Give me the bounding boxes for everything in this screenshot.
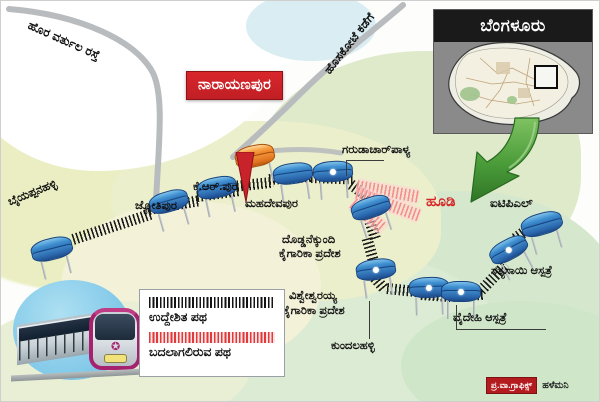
station-label-vydehi-hospital: ವೈದೇಹಿ ಆಸ್ಪತ್ರೆ	[453, 312, 507, 324]
graphics-credit: ಪ್ರ.ವಾ.ಗ್ರಾಫಿಕ್ಸ್ ಹಳೆಮನಿ	[486, 377, 569, 394]
leader-line-garudacharpalya-v	[346, 160, 347, 176]
station-marker-vydehi-hospital[interactable]	[441, 281, 481, 320]
callout-label: ನಾರಾಯಣಪುರ	[198, 77, 272, 93]
train-logo-icon: ✪	[111, 341, 121, 353]
train-windshield	[95, 314, 135, 340]
station-marker-mahadevapura[interactable]	[271, 160, 315, 203]
station-label-jyothipura: ಜ್ಯೋತಿಪುರ	[135, 200, 177, 212]
credit-badge: ಪ್ರ.ವಾ.ಗ್ರಾಫಿಕ್ಸ್	[486, 377, 538, 394]
station-label-sathyasai-hospital: ಸತ್ಯಸಾಯಿ ಆಸ್ಪತ್ರೆ	[491, 265, 553, 277]
station-label-vishveshwaraya-line2: ಕೈಗಾರಿಕಾ ಪ್ರದೇಶ	[283, 305, 345, 317]
leader-line-garudacharpalya-h	[346, 160, 384, 161]
callout-pointer-icon	[235, 104, 255, 203]
legend-item-proposed-route: ಉದ್ದೇಶಿತ ಪಥ	[149, 297, 275, 325]
legend-label-proposed-route: ಉದ್ದೇಶಿತ ಪಥ	[149, 310, 207, 324]
legend-label-changed-route: ಬದಲಾಗಲಿರುವ ಪಥ	[149, 345, 231, 359]
inset-area-highlight-box	[534, 65, 558, 89]
station-label-mahadevapura: ಮಹದೇವಪುರ	[245, 198, 298, 210]
callout-narayanapura[interactable]: ನಾರಾಯಣಪುರ	[186, 71, 284, 100]
station-label-hoodi: ಹೂಡಿ	[426, 193, 456, 210]
leader-line-vydehi-h	[456, 329, 546, 330]
station-label-kundalahalli: ಕುಂದಲಹಳ್ಳಿ	[331, 340, 375, 352]
station-marker-garudacharpalya[interactable]	[312, 159, 354, 201]
station-label-doddanekkundi-line1: ದೊಡ್ಡನೆಕ್ಕುಂದಿ	[282, 234, 336, 246]
credit-author-name: ಹಳೆಮನಿ	[542, 380, 569, 391]
legend-swatch-proposed-route	[149, 297, 275, 308]
leader-line-vydehi-v	[456, 305, 457, 329]
metro-train-photo: ✪	[11, 276, 143, 384]
station-label-garudacharpalya: ಗರುಡಾಚಾರ್‌ಪಾಳ್ಯ	[342, 144, 411, 156]
station-label-kr-pura: ಕೆ.ಆರ್.ಪುರ	[193, 181, 238, 193]
station-label-itpl: ಐಟಿಪಿಎಲ್	[490, 196, 533, 210]
leader-line-kundalahalli	[369, 301, 370, 339]
station-label-vishveshwaraya-line1: ವಿಶ್ವೇಶ್ವರಯ್ಯ	[289, 290, 337, 302]
legend-item-changed-route: ಬದಲಾಗಲಿರುವ ಪಥ	[149, 332, 275, 360]
station-marker-vishveshwaraya[interactable]	[354, 256, 398, 299]
station-label-doddanekkundi-line2: ಕೈಗಾರಿಕಾ ಪ್ರದೇಶ	[279, 248, 341, 260]
legend-swatch-changed-route	[149, 332, 275, 343]
map-legend: ಉದ್ದೇಶಿತ ಪಥ ಬದಲಾಗಲಿರುವ ಪಥ	[139, 289, 285, 377]
train-headlight	[104, 354, 127, 363]
inset-map-title: ಬೆಂಗಳೂರು	[434, 10, 592, 42]
green-pointer-arrow-icon	[431, 116, 561, 206]
